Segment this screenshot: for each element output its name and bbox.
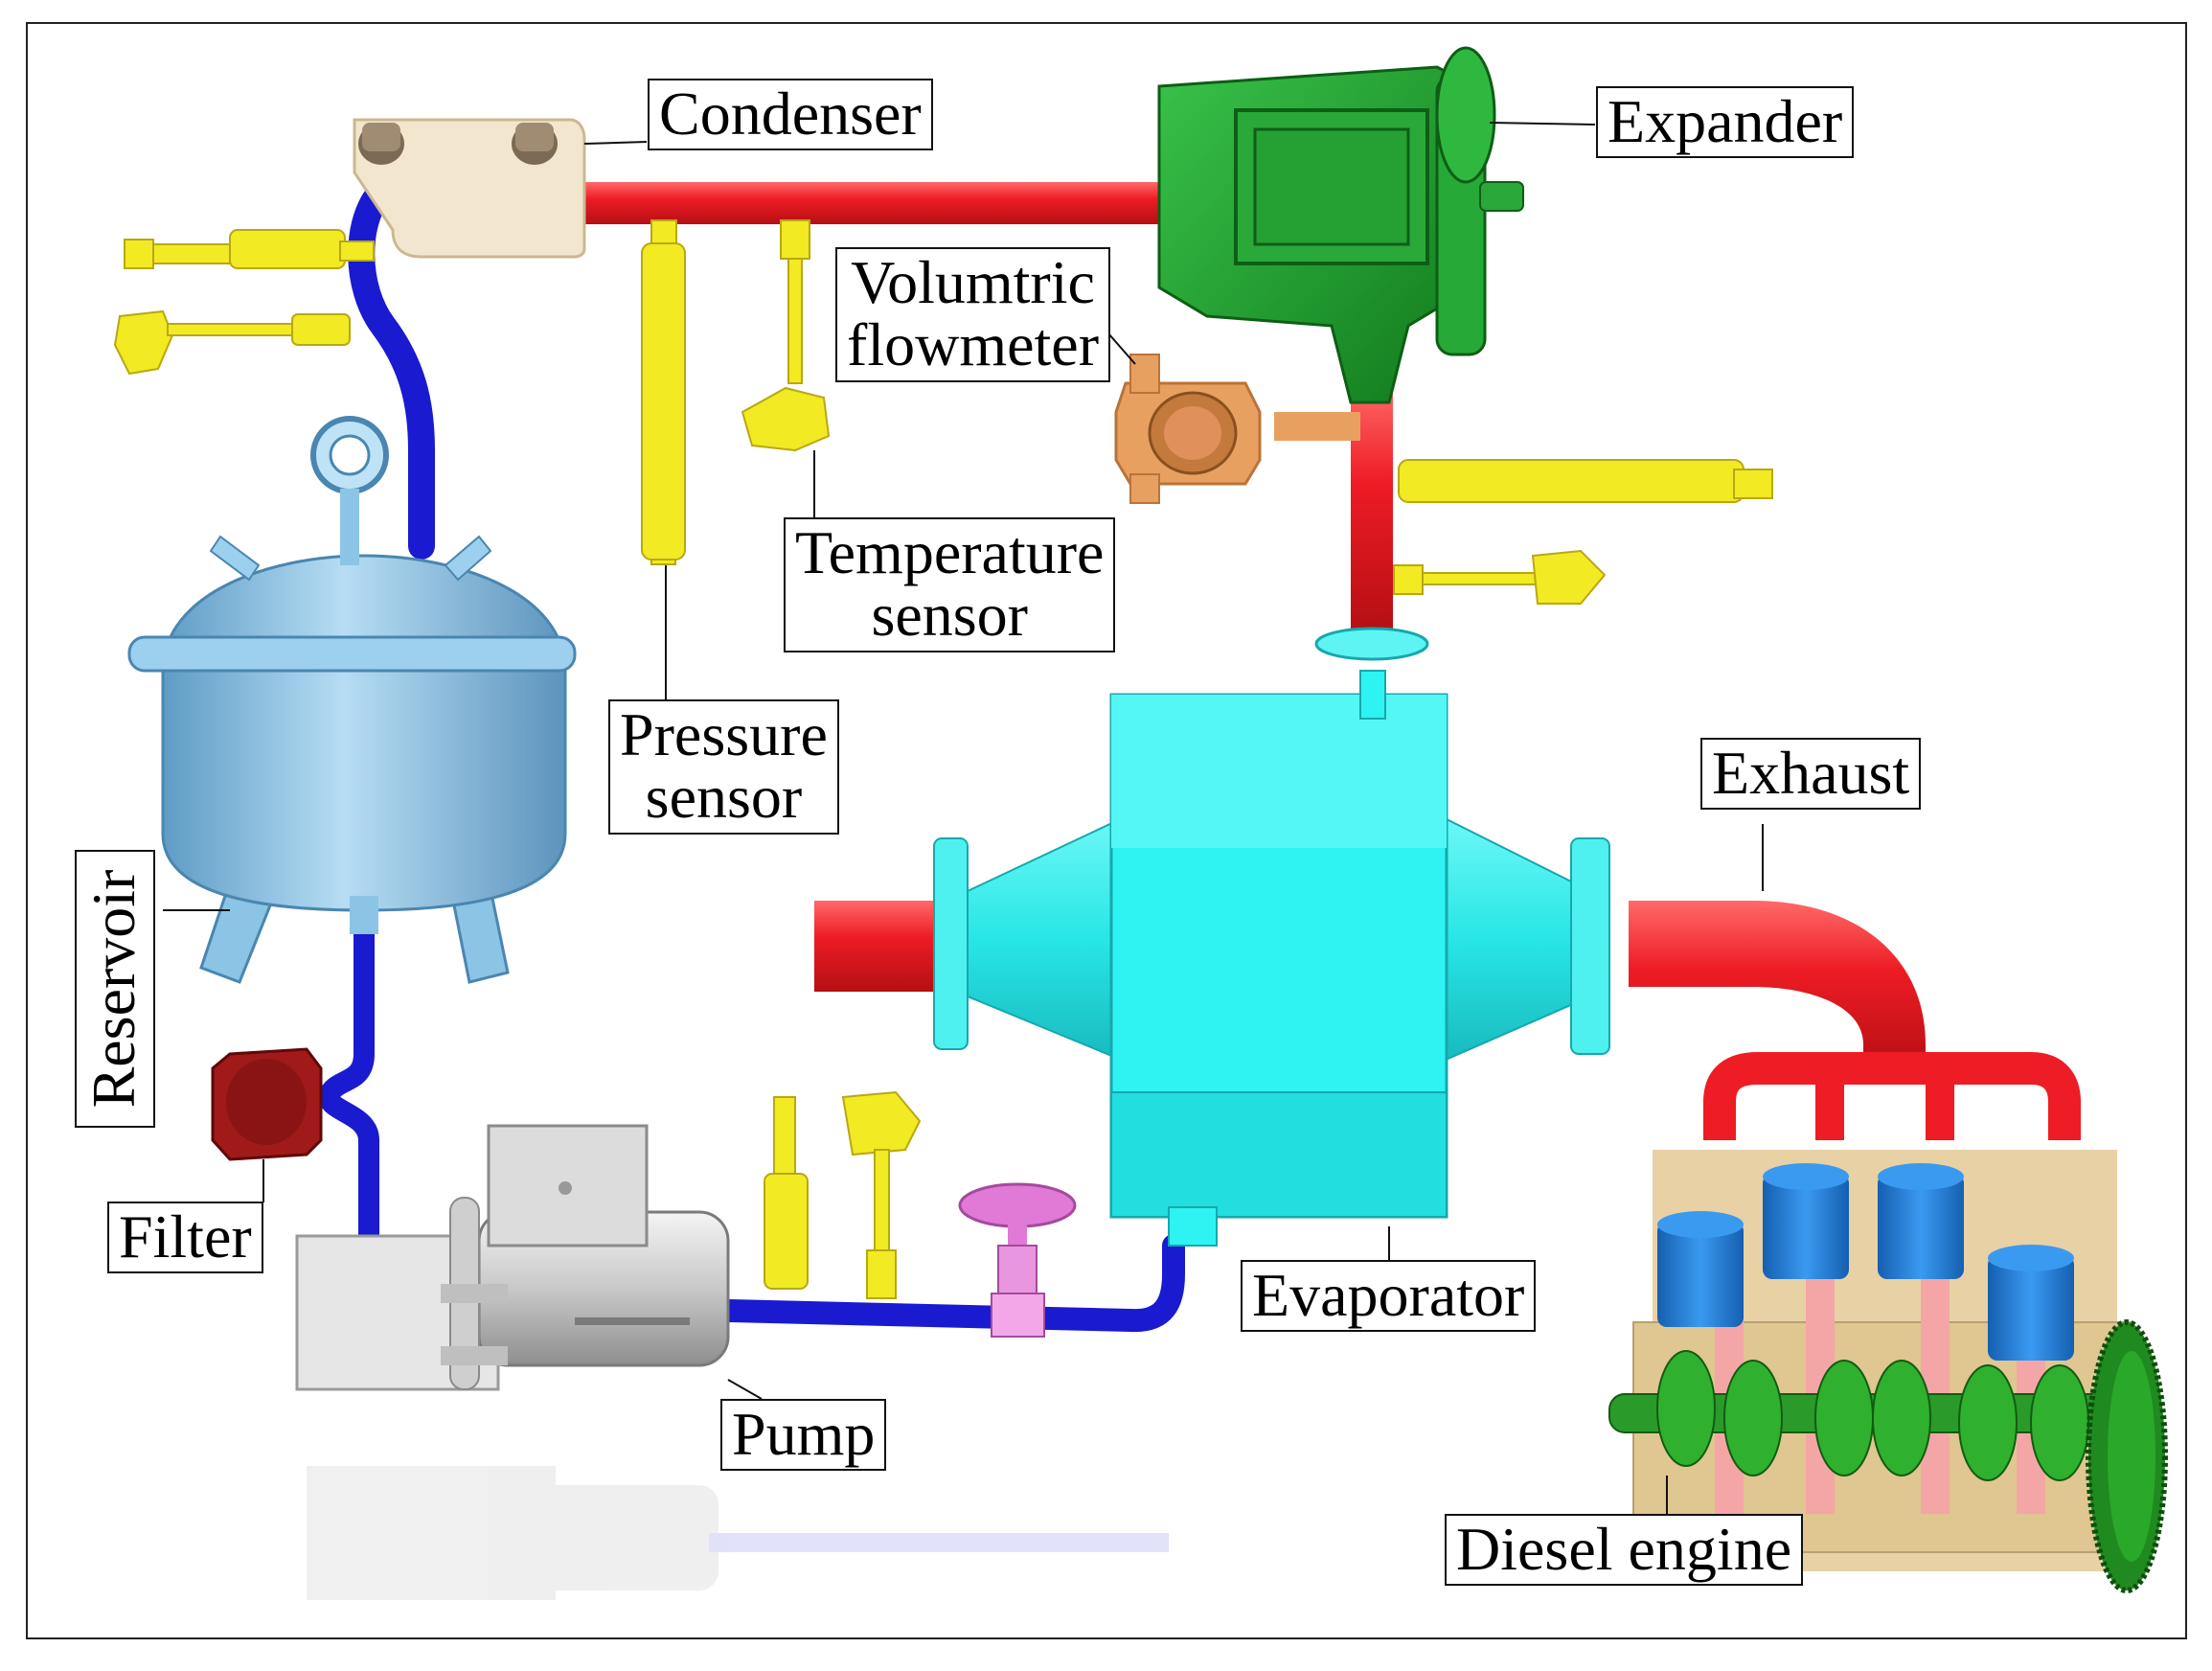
label-pump: Pump (720, 1399, 887, 1472)
reservoir (127, 416, 577, 984)
label-temperature-line2: sensor (871, 581, 1028, 650)
label-reservoir-text: Reservoir (80, 869, 148, 1109)
pump (295, 1124, 730, 1391)
diesel-engine (1608, 1150, 2168, 1593)
flowmeter (1114, 354, 1360, 504)
exhaust-manifold (1703, 1052, 2081, 1140)
label-expander-text: Expander (1608, 87, 1843, 155)
pump-reflection (307, 1466, 1169, 1600)
red-pipe-expander-condenser (508, 182, 1178, 224)
label-pressure-line1: Pressure (620, 700, 828, 768)
label-condenser-text: Condenser (659, 80, 922, 148)
label-temperature-line1: Temperature (795, 518, 1105, 586)
label-filter-text: Filter (119, 1202, 252, 1270)
label-evaporator-text: Evaporator (1252, 1261, 1525, 1329)
label-flowmeter-line1: Volumtric (851, 248, 1095, 316)
leader-lines (163, 122, 1764, 1514)
valve (958, 1182, 1077, 1338)
sensors (113, 219, 1773, 1299)
label-filter: Filter (107, 1202, 263, 1274)
blue-pipe-reservoir-pump (319, 890, 379, 1256)
evaporator (933, 627, 1610, 1247)
figure-frame (26, 22, 2187, 1639)
label-pressure-line2: sensor (645, 763, 803, 832)
expander (1157, 46, 1524, 404)
label-flowmeter-line2: flowmeter (847, 310, 1099, 379)
condenser (353, 118, 586, 259)
filter (211, 1047, 323, 1161)
blue-pipe-condenser-reservoir (348, 178, 435, 560)
label-diesel-engine-text: Diesel engine (1456, 1515, 1792, 1583)
label-evaporator: Evaporator (1241, 1260, 1537, 1333)
label-exhaust: Exhaust (1700, 738, 1922, 811)
label-temperature-sensor: Temperature sensor (784, 517, 1116, 652)
label-expander: Expander (1596, 86, 1855, 159)
label-volumetric-flowmeter: Volumtric flowmeter (835, 247, 1110, 382)
blue-pipe-pump-evaporator (717, 1234, 1185, 1333)
label-pump-text: Pump (732, 1400, 876, 1468)
label-condenser: Condenser (648, 79, 933, 151)
label-diesel-engine: Diesel engine (1445, 1514, 1804, 1587)
label-pressure-sensor: Pressure sensor (608, 699, 839, 835)
label-reservoir: Reservoir (75, 850, 155, 1128)
label-exhaust-text: Exhaust (1712, 739, 1910, 807)
